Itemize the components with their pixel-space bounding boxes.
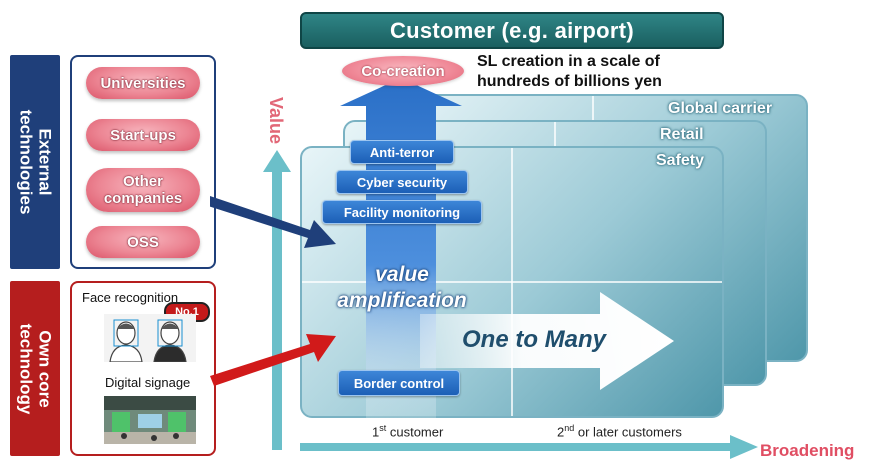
anti-terror-button: Anti-terror [350,140,454,164]
face-recognition-label: Face recognition [82,290,179,305]
border-control-button: Border control [338,370,460,396]
one-to-many-label: One to Many [462,326,607,353]
start-ups-pill: Start-ups [86,119,200,151]
external-to-value-arrow [210,196,336,248]
own-to-value-arrow [210,334,336,386]
customer-title: Customer (e.g. airport) [389,17,635,43]
value-axis-label: Value [266,96,287,144]
layer-retail-label: Retail [660,126,704,143]
co-creation-oval: Co-creation [342,56,464,86]
digital-signage-label: Digital signage [105,375,191,390]
broadening-axis-arrow [300,435,758,459]
own-core-technology-bar: Own core technology [10,281,60,456]
customer-header: Customer (e.g. airport) [300,12,724,49]
cyber-security-button: Cyber security [336,170,468,194]
later-customers-label: 2nd or later customers [557,423,682,440]
broadening-label: Broadening [760,441,855,460]
facility-monitoring-button: Facility monitoring [322,200,482,224]
layer-safety-label: Safety [656,152,705,169]
co-creation-note: SL creation in a scale of hundreds of bi… [477,53,662,90]
face-recognition-icon [104,314,196,362]
value-amplification-label: value amplification [337,263,467,312]
oss-pill: OSS [86,226,200,258]
one-to-many-arrow [420,292,674,390]
other-companies-pill: Other companies [86,168,200,212]
layer-global-carrier-label: Global carrier [668,100,773,117]
universities-pill: Universities [86,67,200,99]
external-technologies-bar: External technologies [10,55,60,269]
first-customer-label: 1st customer [372,423,444,440]
value-axis-arrow [263,150,291,450]
digital-signage-image [104,396,196,444]
